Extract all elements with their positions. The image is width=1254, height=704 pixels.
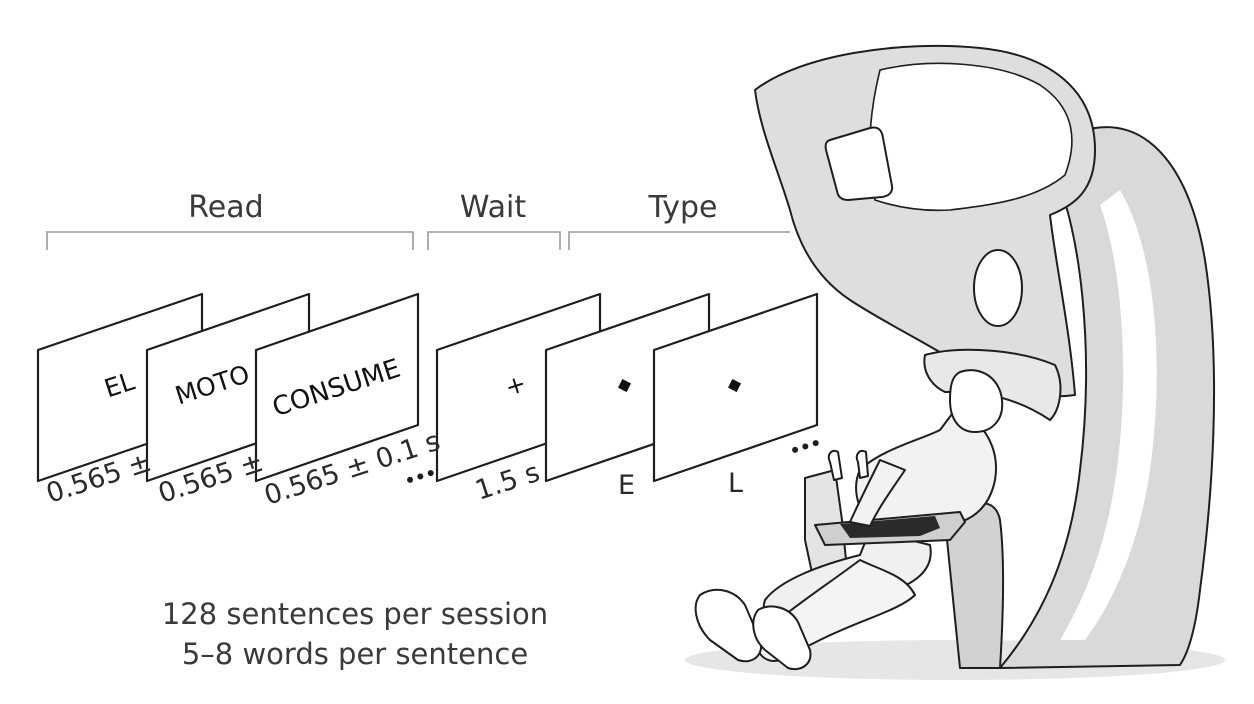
meg-scanner-illustration bbox=[685, 44, 1225, 680]
screen-6-cue: ◆ bbox=[724, 373, 744, 397]
screen-5-cue: ◆ bbox=[614, 373, 634, 397]
participant-feet bbox=[694, 588, 763, 663]
participant-foot-front bbox=[752, 605, 812, 670]
keyboard bbox=[840, 516, 940, 538]
scanner-rear-shell bbox=[999, 126, 1216, 669]
screen-6-key: L bbox=[728, 468, 743, 499]
bracket-type bbox=[568, 231, 790, 250]
chair-handles bbox=[827, 449, 869, 481]
bracket-wait bbox=[427, 231, 561, 250]
participant-head bbox=[949, 369, 1004, 433]
caption-line-2: 5–8 words per sentence bbox=[181, 637, 529, 671]
scanner-window bbox=[824, 126, 894, 201]
screen-6: ◆ bbox=[652, 292, 819, 483]
phase-label-type: Type bbox=[648, 190, 718, 225]
phase-label-wait: Wait bbox=[460, 190, 526, 225]
phase-label-read: Read bbox=[188, 190, 263, 225]
bracket-read bbox=[46, 231, 414, 250]
participant-arm bbox=[849, 459, 906, 527]
screen-5-key: E bbox=[618, 470, 635, 501]
scanner-dome-highlight bbox=[868, 62, 1073, 212]
screen-3: CONSUME bbox=[254, 292, 420, 483]
caption-line-1: 128 sentences per session bbox=[161, 597, 549, 631]
more-indicator-read: ••• bbox=[402, 463, 439, 492]
scanner-port bbox=[973, 249, 1023, 327]
more-indicator-type: ••• bbox=[787, 433, 824, 462]
scanner-shell-stripe bbox=[1060, 190, 1157, 640]
